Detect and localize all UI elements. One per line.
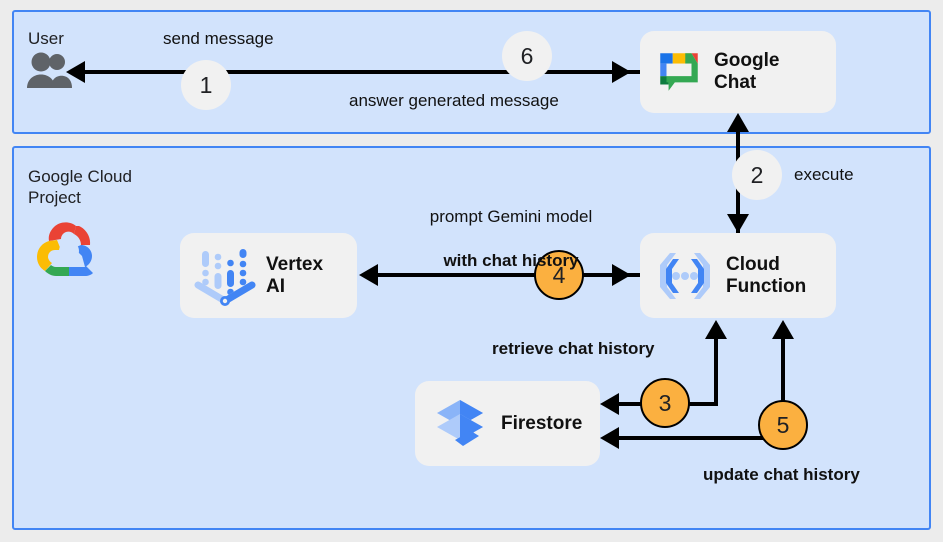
node-vertex-ai[interactable]: Vertex AI — [180, 233, 357, 318]
node-cloud-function[interactable]: Cloud Function — [640, 233, 836, 318]
arrowhead-to-vertex-ai — [359, 264, 378, 286]
step-badge-4: 4 — [534, 250, 584, 300]
arrowhead-5-to-firestore — [600, 427, 619, 449]
vertex-ai-icon — [194, 248, 256, 306]
arrowhead-to-google-chat-up — [727, 113, 749, 132]
caption-update-chat-history: update chat history — [703, 465, 860, 484]
panel-user-title: User — [28, 29, 64, 48]
arrowhead-3-to-firestore — [600, 393, 619, 415]
caption-send-message: send message — [163, 29, 274, 48]
node-firestore[interactable]: Firestore — [415, 381, 600, 466]
connector-5-vertical — [781, 338, 785, 438]
caption-execute: execute — [794, 165, 854, 184]
arrowhead-to-user — [66, 61, 85, 83]
node-vertex-ai-label: Vertex AI — [266, 253, 324, 297]
caption-prompt-line2: with chat history — [443, 251, 579, 271]
connector-chat-to-user — [84, 70, 640, 74]
step-badge-3: 3 — [640, 378, 690, 428]
firestore-icon — [437, 399, 483, 446]
caption-prompt-gemini: prompt Gemini model with chat history — [383, 184, 639, 272]
arrowhead-to-google-chat — [612, 61, 631, 83]
node-google-chat-label: Google Chat — [714, 50, 780, 93]
step-badge-2: 2 — [732, 150, 782, 200]
arrowhead-to-cloud-function-down — [727, 214, 749, 233]
step-badge-6: 6 — [502, 31, 552, 81]
node-firestore-label: Firestore — [501, 412, 583, 434]
arrowhead-to-cloud-function-right — [612, 264, 631, 286]
connector-vertex-cloudfunction — [377, 273, 640, 277]
connector-3-vertical — [714, 338, 718, 406]
step-badge-1: 1 — [181, 60, 231, 110]
arrowhead-3-to-cloud-function — [705, 320, 727, 339]
caption-prompt-line1: prompt Gemini model — [429, 207, 593, 227]
arrowhead-5-to-cloud-function — [772, 320, 794, 339]
node-cloud-function-label: Cloud Function — [726, 253, 807, 297]
connector-5-horizontal — [618, 436, 785, 440]
step-badge-5: 5 — [758, 400, 808, 450]
google-chat-icon — [660, 53, 698, 91]
panel-google-cloud-project-title: Google Cloud Project — [28, 167, 132, 208]
node-google-chat[interactable]: Google Chat — [640, 31, 836, 113]
google-cloud-icon — [37, 222, 93, 276]
caption-retrieve-chat-history: retrieve chat history — [492, 339, 655, 358]
caption-answer-generated-message: answer generated message — [349, 91, 559, 110]
cloud-function-icon — [660, 252, 710, 299]
